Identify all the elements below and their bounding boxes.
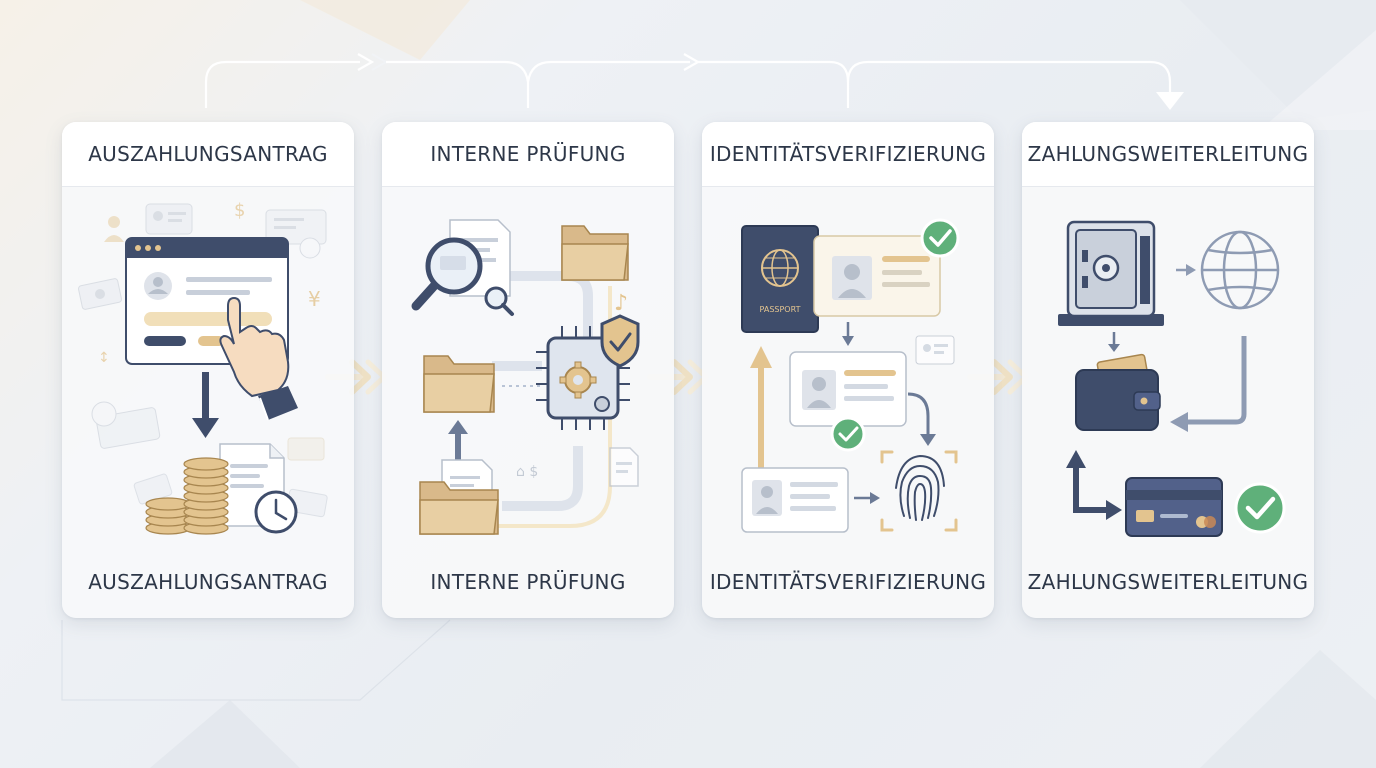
card-header: INTERNE PRÜFUNG [382,122,674,187]
globe-icon [1200,230,1280,310]
coin-stack-icon [145,457,229,535]
music-note-icon: ♪ [614,291,628,316]
card-footer: ZAHLUNGSWEITERLEITUNG [1022,546,1314,618]
step-footer-label: AUSZAHLUNGSANTRAG [88,570,328,594]
magnifier-document-icon [411,219,514,316]
step-card-interne-pruefung: INTERNE PRÜFUNG ♪ [382,122,674,618]
svg-text:↕: ↕ [98,350,110,366]
up-arrow-icon [448,420,468,460]
card-header: ZAHLUNGSWEITERLEITUNG [1022,122,1314,187]
card-header: IDENTITÄTSVERIFIZIERUNG [702,122,994,187]
user-silhouette-icon [104,216,124,242]
card-footer: AUSZAHLUNGSANTRAG [62,546,354,618]
identity-verification-illustration: PASSPORT [741,218,960,533]
return-arrow-icon [1170,336,1247,432]
id-card-icon [789,351,907,427]
step-title: ZAHLUNGSWEITERLEITUNG [1027,142,1309,166]
right-arrow-icon [854,492,880,504]
small-id-icon [915,335,955,365]
internal-review-illustration: ♪ [411,219,640,535]
svg-text:⌂ $: ⌂ $ [516,464,538,480]
step-card-auszahlungsantrag: AUSZAHLUNGSANTRAG $ ¥ ↕ [62,122,354,618]
curved-arrow-icon [907,392,936,446]
down-arrow-icon [192,372,219,438]
id-card-icon [741,467,849,533]
folder-documents-icon [419,459,499,535]
shield-check-icon [600,314,640,368]
up-arrow-icon [750,346,772,482]
step-footer-label: ZAHLUNGSWEITERLEITUNG [1027,570,1309,594]
step-footer-label: INTERNE PRÜFUNG [430,570,626,594]
step-footer-label: IDENTITÄTSVERIFIZIERUNG [709,570,987,594]
check-badge-icon [920,218,960,258]
dollar-sign-icon: $ [234,200,245,221]
chip-gear-icon [536,326,630,430]
safe-icon [1058,220,1164,326]
pointing-hand-icon [219,296,298,421]
step-title: AUSZAHLUNGSANTRAG [88,142,328,166]
clock-icon [254,490,298,534]
corner-arrow-icon [1066,450,1122,520]
card-footer: INTERNE PRÜFUNG [382,546,674,618]
card-header: AUSZAHLUNGSANTRAG [62,122,354,187]
payment-forwarding-illustration [1058,220,1286,537]
right-arrow-icon [1176,264,1196,276]
down-arrow-icon [1108,332,1120,352]
passport-label: PASSPORT [760,305,801,314]
check-badge-icon [1234,482,1286,534]
step-title: INTERNE PRÜFUNG [430,142,626,166]
folder-icon [561,225,629,281]
wallet-icon [1075,353,1161,431]
note-card-icon [265,209,327,259]
yen-sign-icon: ¥ [308,287,321,311]
id-card-icon [813,235,941,317]
cash-icon [287,437,325,461]
receipt-clock-icon [91,401,161,449]
passport-icon: PASSPORT [741,225,819,333]
document-icon [609,447,639,487]
step-title: IDENTITÄTSVERIFIZIERUNG [709,142,987,166]
step-card-identitaetsverifizierung: IDENTITÄTSVERIFIZIERUNG PASSPORT [702,122,994,618]
fingerprint-icon [880,450,958,532]
credit-card-icon [1125,477,1223,537]
step-card-zahlungsweiterleitung: ZAHLUNGSWEITERLEITUNG [1022,122,1314,618]
check-badge-icon [830,416,866,452]
user-card-icon [145,203,193,235]
folder-icon [423,355,495,413]
card-footer: IDENTITÄTSVERIFIZIERUNG [702,546,994,618]
banknote-icon [78,278,122,310]
withdrawal-request-illustration: $ ¥ ↕ [78,200,328,535]
down-arrow-icon [842,322,854,346]
